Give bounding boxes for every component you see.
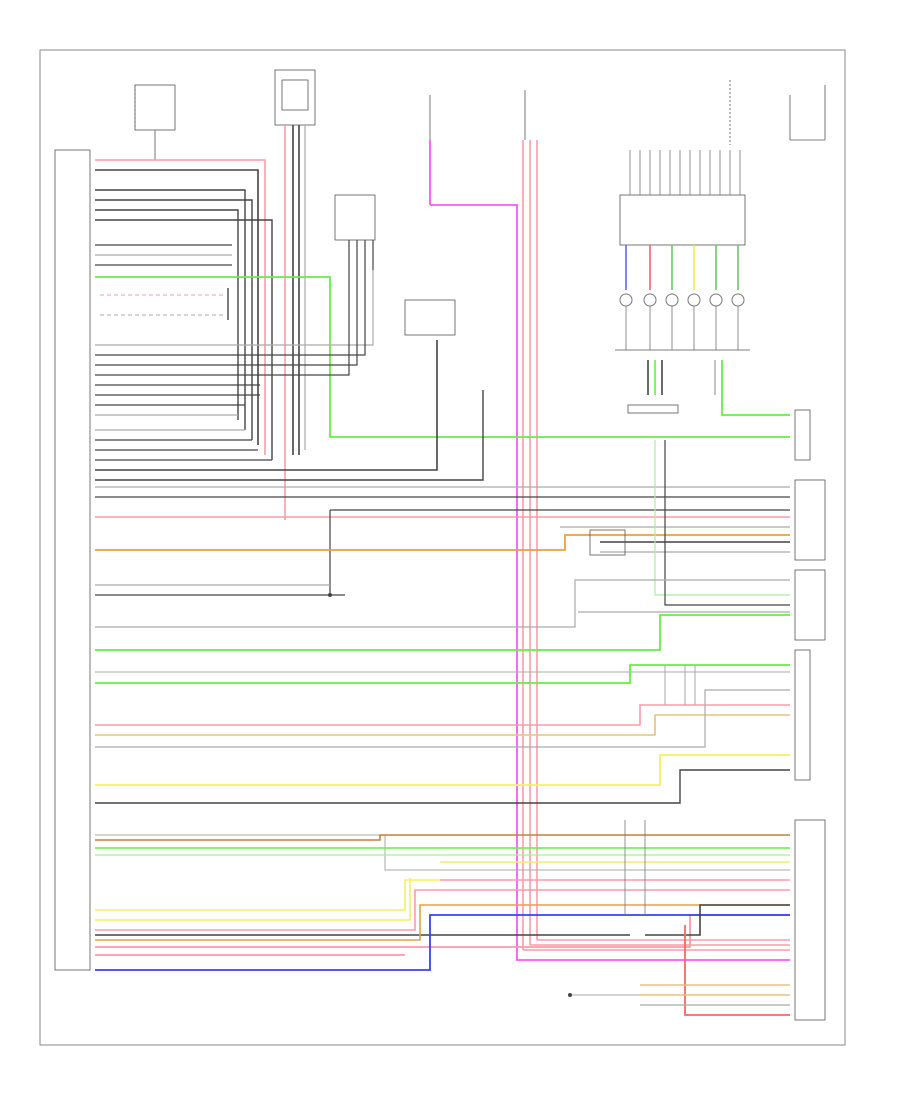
ground-point-bottom	[568, 993, 572, 997]
splice-center	[589, 529, 626, 556]
control-module-top-right	[619, 80, 826, 246]
relay-center	[334, 194, 376, 270]
connector-right-3	[794, 569, 826, 641]
main-control-module-left	[54, 149, 229, 971]
fuse-top-center-right	[429, 95, 790, 961]
wire-harness	[95, 159, 790, 1016]
ground-point-center	[328, 593, 332, 597]
connector-right-1	[794, 409, 811, 461]
diagram-frame	[39, 49, 846, 1046]
connector-right-2	[794, 479, 826, 561]
switch-center	[404, 299, 456, 336]
indicator-lamp-cluster	[615, 245, 790, 416]
connector-right-5	[794, 819, 826, 1021]
connector-right-4	[794, 649, 811, 781]
fuse-block-top-left	[134, 84, 176, 160]
relay-top-center	[274, 69, 316, 520]
fuse-top-right	[522, 90, 790, 951]
